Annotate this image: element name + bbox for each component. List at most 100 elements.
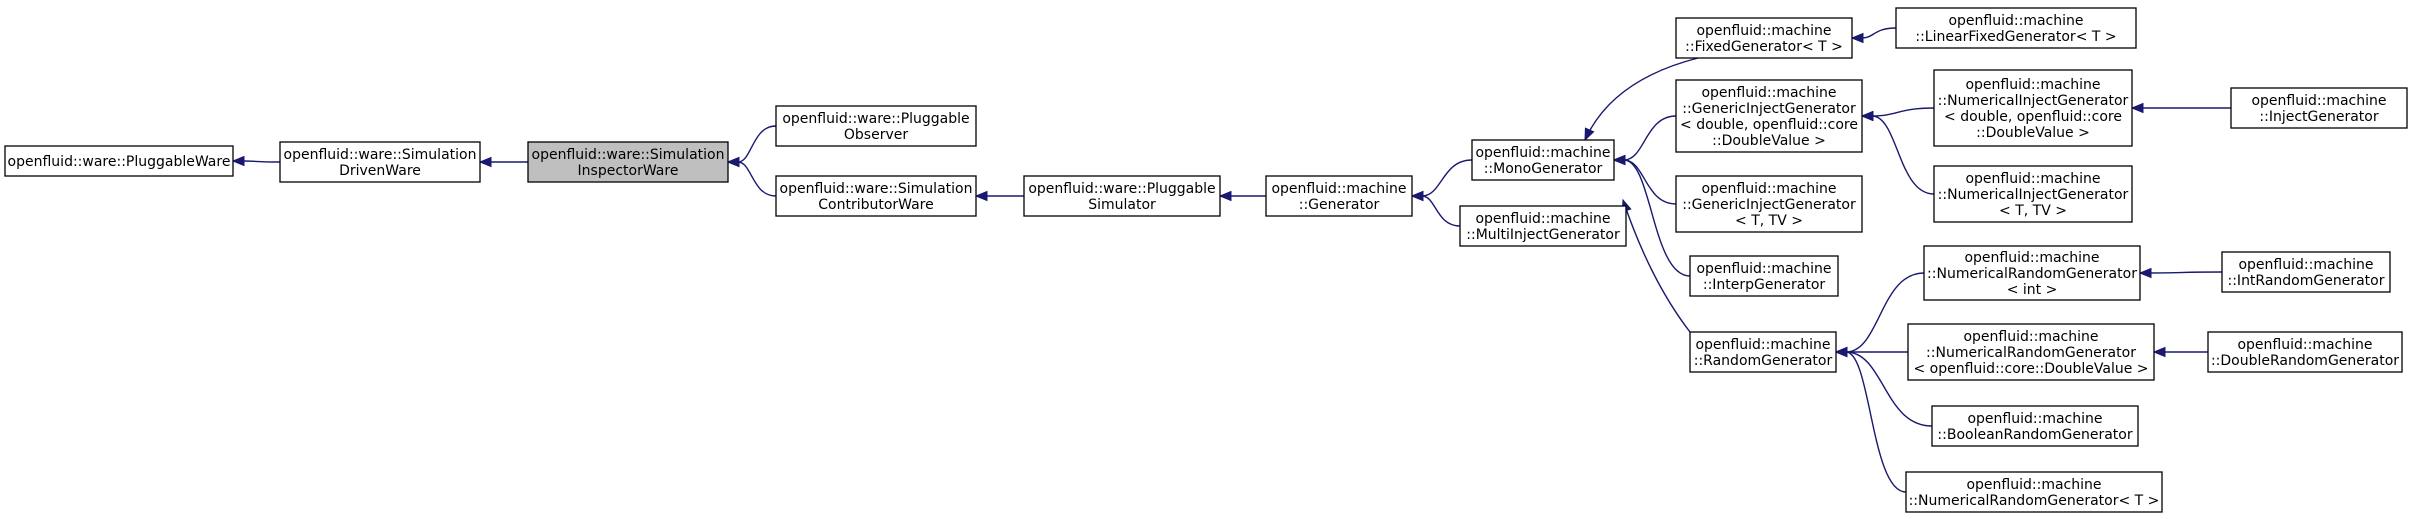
- class-label-line: < int >: [2007, 282, 2058, 298]
- class-box[interactable]: [775, 175, 977, 217]
- arrowhead-icon: [1218, 190, 1232, 202]
- edge-line: [1421, 159, 1473, 197]
- edge-numerical-inject-gen-t-to-generic-inject-gen-double: [1860, 110, 1935, 195]
- class-box[interactable]: [1933, 165, 2133, 223]
- class-box[interactable]: [1923, 245, 2141, 301]
- class-box[interactable]: [1023, 175, 1221, 217]
- class-box[interactable]: [1265, 175, 1413, 217]
- class-node-generic-inject-gen-double[interactable]: openfluid::machine::GenericInjectGenerat…: [1675, 79, 1863, 153]
- class-node-simulation-contributor-ware[interactable]: openfluid::ware::SimulationContributorWa…: [775, 175, 977, 217]
- class-node-pluggable-ware[interactable]: openfluid::ware::PluggableWare: [4, 145, 234, 177]
- class-box[interactable]: [279, 141, 481, 183]
- arrowhead-icon: [726, 156, 740, 168]
- class-node-interp-generator[interactable]: openfluid::machine::InterpGenerator: [1689, 255, 1839, 297]
- class-box[interactable]: [1675, 79, 1863, 153]
- arrowhead-icon: [478, 156, 492, 168]
- edge-line: [242, 160, 281, 163]
- class-node-numerical-random-gen-t[interactable]: openfluid::machine::NumericalRandomGener…: [1905, 471, 2163, 513]
- class-node-numerical-inject-gen-double[interactable]: openfluid::machine::NumericalInjectGener…: [1933, 69, 2133, 147]
- class-label-line: ::BooleanRandomGenerator: [1937, 427, 2132, 443]
- class-label-line: ::RandomGenerator: [1694, 353, 1833, 369]
- edge-pluggable-simulator-to-simulation-contributor-ware: [974, 190, 1024, 202]
- arrowhead-icon: [2130, 102, 2144, 114]
- class-label-line: openfluid::machine: [2238, 257, 2373, 273]
- class-box[interactable]: [2221, 251, 2391, 293]
- edge-int-random-generator-to-numerical-random-gen-int: [2138, 267, 2223, 279]
- class-node-inject-generator[interactable]: openfluid::machine::InjectGenerator: [2230, 87, 2408, 129]
- arrowhead-icon: [974, 190, 988, 202]
- class-label-line: ::DoubleValue >: [1712, 133, 1826, 149]
- class-label-line: ::InjectGenerator: [2259, 109, 2378, 125]
- class-node-linear-fixed-generator[interactable]: openfluid::machine::LinearFixedGenerator…: [1895, 7, 2137, 49]
- class-box[interactable]: [1905, 471, 2163, 513]
- class-label-line: openfluid::machine: [1696, 23, 1831, 39]
- class-label-line: ::FixedGenerator< T >: [1685, 39, 1843, 55]
- class-label-line: < double, openfluid::core: [1944, 109, 2122, 125]
- class-box[interactable]: [1459, 205, 1627, 247]
- edges-layer: [231, 27, 2231, 493]
- edge-line: [1623, 115, 1677, 161]
- class-label-line: ::NumericalRandomGenerator: [1927, 266, 2137, 282]
- class-node-multi-inject-generator[interactable]: openfluid::machine::MultiInjectGenerator: [1459, 205, 1627, 247]
- class-node-generator[interactable]: openfluid::machine::Generator: [1265, 175, 1413, 217]
- class-box[interactable]: [1471, 139, 1615, 181]
- edge-line: [2149, 271, 2223, 274]
- class-box[interactable]: [775, 105, 977, 147]
- class-box[interactable]: [1689, 255, 1839, 297]
- arrowhead-icon: [2152, 346, 2166, 358]
- class-node-generic-inject-gen-t[interactable]: openfluid::machine::GenericInjectGenerat…: [1675, 175, 1863, 233]
- class-node-random-generator[interactable]: openfluid::machine::RandomGenerator: [1689, 331, 1837, 373]
- arrowhead-icon: [1850, 32, 1864, 44]
- class-label-line: openfluid::machine: [2251, 93, 2386, 109]
- class-node-fixed-generator[interactable]: openfluid::machine::FixedGenerator< T >: [1675, 17, 1853, 59]
- class-label-line: ::Generator: [1299, 197, 1380, 213]
- class-node-numerical-inject-gen-t[interactable]: openfluid::machine::NumericalInjectGener…: [1933, 165, 2133, 223]
- class-label-line: openfluid::ware::Pluggable: [1028, 181, 1215, 197]
- arrowhead-icon: [1834, 346, 1848, 358]
- class-box[interactable]: [1895, 7, 2137, 49]
- class-label-line: < openfluid::core::DoubleValue >: [1913, 361, 2148, 377]
- class-box[interactable]: [527, 141, 729, 183]
- class-label-line: openfluid::ware::Simulation: [780, 181, 973, 197]
- class-box[interactable]: [4, 145, 234, 177]
- class-box[interactable]: [1675, 175, 1863, 233]
- class-label-line: < double, openfluid::core: [1680, 117, 1858, 133]
- class-node-double-random-generator[interactable]: openfluid::machine::DoubleRandomGenerato…: [2207, 331, 2403, 373]
- edge-line: [1861, 27, 1897, 39]
- class-label-line: openfluid::machine: [1966, 477, 2101, 493]
- arrowhead-icon: [1410, 190, 1424, 202]
- class-node-numerical-random-gen-double[interactable]: openfluid::machine::NumericalRandomGener…: [1907, 323, 2155, 381]
- class-box[interactable]: [1931, 405, 2139, 447]
- class-box[interactable]: [2230, 87, 2408, 129]
- edge-line: [1845, 351, 1933, 427]
- class-node-int-random-generator[interactable]: openfluid::machine::IntRandomGenerator: [2221, 251, 2391, 293]
- edge-line: [1622, 199, 1691, 333]
- class-box[interactable]: [1907, 323, 2155, 381]
- arrowhead-icon: [1584, 127, 1595, 142]
- edge-line: [1623, 159, 1677, 205]
- class-box[interactable]: [1689, 331, 1837, 373]
- class-box[interactable]: [1933, 69, 2133, 147]
- class-node-mono-generator[interactable]: openfluid::machine::MonoGenerator: [1471, 139, 1615, 181]
- class-box[interactable]: [1675, 17, 1853, 59]
- class-box[interactable]: [2207, 331, 2403, 373]
- class-label-line: ::DoubleValue >: [1976, 125, 2090, 141]
- class-label-line: Simulator: [1088, 197, 1156, 213]
- class-node-numerical-random-gen-int[interactable]: openfluid::machine::NumericalRandomGener…: [1923, 245, 2141, 301]
- class-label-line: DrivenWare: [339, 163, 421, 179]
- edge-line: [737, 161, 777, 197]
- class-label-line: ::GenericInjectGenerator: [1682, 101, 1856, 117]
- class-label-line: < T, TV >: [1735, 213, 1803, 229]
- class-label-line: ::NumericalRandomGenerator< T >: [1909, 493, 2160, 509]
- edge-double-random-generator-to-numerical-random-gen-double: [2152, 346, 2209, 358]
- class-label-line: openfluid::machine: [1475, 145, 1610, 161]
- class-label-line: openfluid::machine: [1695, 337, 1830, 353]
- class-node-boolean-random-generator[interactable]: openfluid::machine::BooleanRandomGenerat…: [1931, 405, 2139, 447]
- class-label-line: ::MultiInjectGenerator: [1466, 227, 1620, 243]
- arrowhead-icon: [231, 155, 245, 167]
